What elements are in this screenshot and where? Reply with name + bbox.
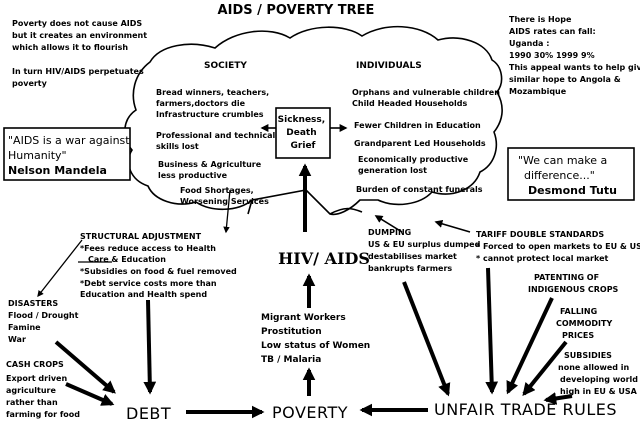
mandela-quote: "AIDS is a war against Humanity" Nelson … (8, 134, 133, 177)
patenting-text: PATENTING OF INDIGENOUS CROPS (528, 273, 619, 294)
society-item-1: Bread winners, teachers, farmers,doctors… (156, 88, 272, 119)
individuals-heading: INDIVIDUALS (356, 61, 422, 71)
sickness-death-grief-label: Sickness, Death Grief (278, 115, 329, 151)
sickness-death-grief-box (275, 107, 331, 159)
falling-prices-text: FALLING COMMODITY PRICES (556, 307, 615, 340)
tutu-quote-box (507, 147, 635, 201)
cash-crops-text: CASH CROPS Export driven agriculture rat… (6, 360, 80, 419)
tutu-quote: "We can make a difference..." Desmond Tu… (518, 154, 617, 197)
tariff-to-unfair-arrow (485, 267, 499, 395)
society-to-structural-arrow (223, 189, 231, 234)
individuals-item-4: Economically productive generation lost (358, 155, 471, 175)
society-item-3: Business & Agriculture less productive (158, 160, 264, 180)
subsidies-to-unfair-arrow (543, 392, 573, 405)
trunk-right-line (329, 207, 363, 215)
structural-to-disasters-arrow (37, 239, 83, 298)
individuals-item-5: Burden of constant funerals (356, 185, 483, 194)
debt-label: DEBT (126, 404, 171, 423)
individuals-item-2: Fewer Children in Education (354, 121, 481, 130)
tariff-text: TARIFF DOUBLE STANDARDS * Forced to open… (476, 230, 640, 263)
hiv-causes-text: Migrant Workers Prostitution Low status … (261, 313, 373, 365)
disasters-text: DISASTERS Flood / Drought Famine War (8, 299, 81, 344)
falling-to-unfair-arrow (522, 340, 568, 396)
society-item-4: Food Shortages, Worsening Services (180, 186, 269, 206)
disasters-to-debt-arrow (54, 340, 116, 394)
diagram-title: AIDS / POVERTY TREE (218, 3, 375, 18)
unfair-trade-rules-label: UNFAIR TRADE RULES (434, 400, 617, 419)
trunk-left-line (247, 199, 253, 215)
individuals-item-1: Orphans and vulnerable children Child He… (352, 88, 503, 108)
hiv-aids-label: HIV/ AIDS (278, 249, 370, 268)
dumping-to-unfair-arrow (402, 281, 451, 397)
cash-crops-to-debt-arrow (65, 382, 115, 406)
dumping-to-tree-arrow (374, 215, 403, 233)
tariff-to-tree-arrow (434, 219, 471, 233)
subsidies-text: SUBSIDIES none allowed in developing wor… (558, 351, 640, 396)
mandela-quote-box (3, 127, 131, 181)
individuals-item-3: Grandparent Led Households (354, 139, 486, 148)
society-heading: SOCIETY (204, 61, 247, 71)
society-item-2: Professional and technical skills lost (156, 131, 278, 151)
structural-to-debt-arrow (143, 299, 157, 395)
poverty-label: POVERTY (272, 403, 348, 422)
patenting-to-unfair-arrow (506, 297, 554, 395)
structural-adjustment-text: STRUCTURAL ADJUSTMENT *Fees reduce acces… (80, 232, 240, 299)
hope-text: There is Hope AIDS rates can fall: Ugand… (509, 15, 640, 96)
intro-text: Poverty does not cause AIDS but it creat… (12, 19, 150, 88)
dumping-text: DUMPING US & EU surplus dumped destabili… (368, 228, 483, 273)
